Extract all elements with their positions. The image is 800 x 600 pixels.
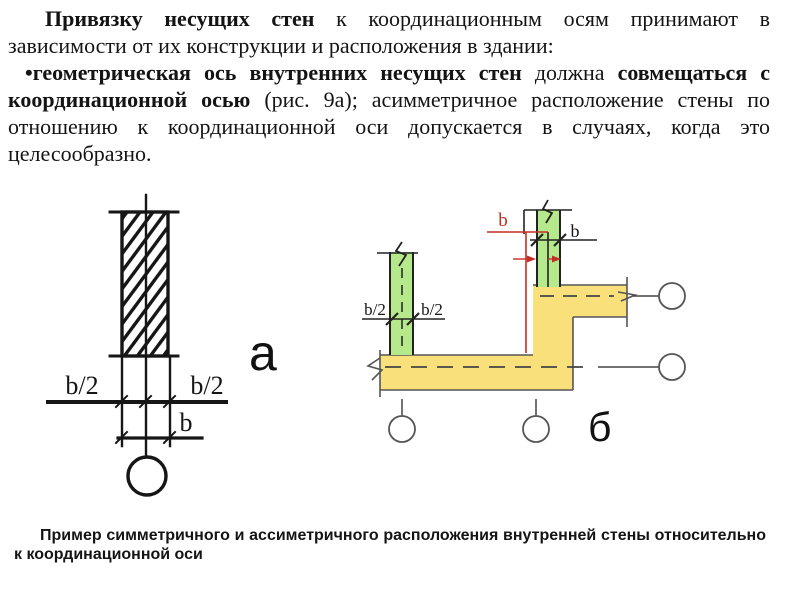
- inner-wall-top: b: [523, 199, 597, 287]
- tick-mark: [162, 394, 177, 409]
- arrowhead: [527, 255, 536, 263]
- dim-label-b-red: b: [498, 210, 508, 231]
- wall-section-a: [108, 210, 180, 358]
- dim-label-b2-right: b/2: [421, 300, 443, 319]
- coordination-axes: [385, 295, 659, 416]
- bearing-wall-yellow: [380, 285, 627, 390]
- tick-mark: [530, 233, 544, 247]
- axis-circle: [388, 415, 416, 443]
- inner-wall-left: b/2 b/2: [362, 241, 445, 355]
- dim-label-b2-left: b/2: [65, 371, 98, 400]
- axis-circle: [658, 282, 686, 310]
- axis-circle: [658, 353, 686, 381]
- axis-and-dimensions-a: [46, 193, 228, 459]
- paragraph-intro: Привязку несущих стен к координационным …: [8, 6, 770, 58]
- figure-b-label: б: [588, 404, 612, 450]
- dim-label-b: b: [180, 408, 193, 437]
- tick-mark: [114, 430, 129, 445]
- axis-circle: [522, 415, 550, 443]
- caption: Пример симметричного и ассиметричного ра…: [14, 527, 766, 563]
- dim-label-b: b: [571, 221, 580, 241]
- figure-a-label: а: [249, 325, 277, 381]
- break-zigzag-top: [394, 241, 408, 267]
- figure-b-drawing: b/2 b/2 b: [362, 199, 686, 443]
- body-text: Привязку несущих стен к координационным …: [8, 5, 770, 167]
- paragraph-bullet: •геометрическая ось внутренних несущих с…: [8, 60, 771, 166]
- break-zigzag-top: [541, 199, 554, 224]
- axis-circle: [126, 455, 168, 497]
- tick-mark: [406, 312, 420, 326]
- tick-mark: [162, 430, 177, 445]
- dim-label-b2-right: b/2: [190, 371, 223, 400]
- tick-mark: [385, 312, 399, 326]
- offset-axis-red: b: [487, 210, 561, 353]
- break-zigzag-left: [366, 357, 384, 381]
- figure-a-drawing: b/2 b/2 b: [46, 193, 228, 497]
- tick-mark: [553, 233, 567, 247]
- break-zigzag-right: [617, 291, 638, 302]
- tick-mark: [138, 394, 153, 409]
- arrowhead: [552, 255, 561, 263]
- tick-mark: [114, 394, 129, 409]
- axis-circles: [388, 282, 686, 443]
- dim-label-b2-left: b/2: [364, 300, 386, 319]
